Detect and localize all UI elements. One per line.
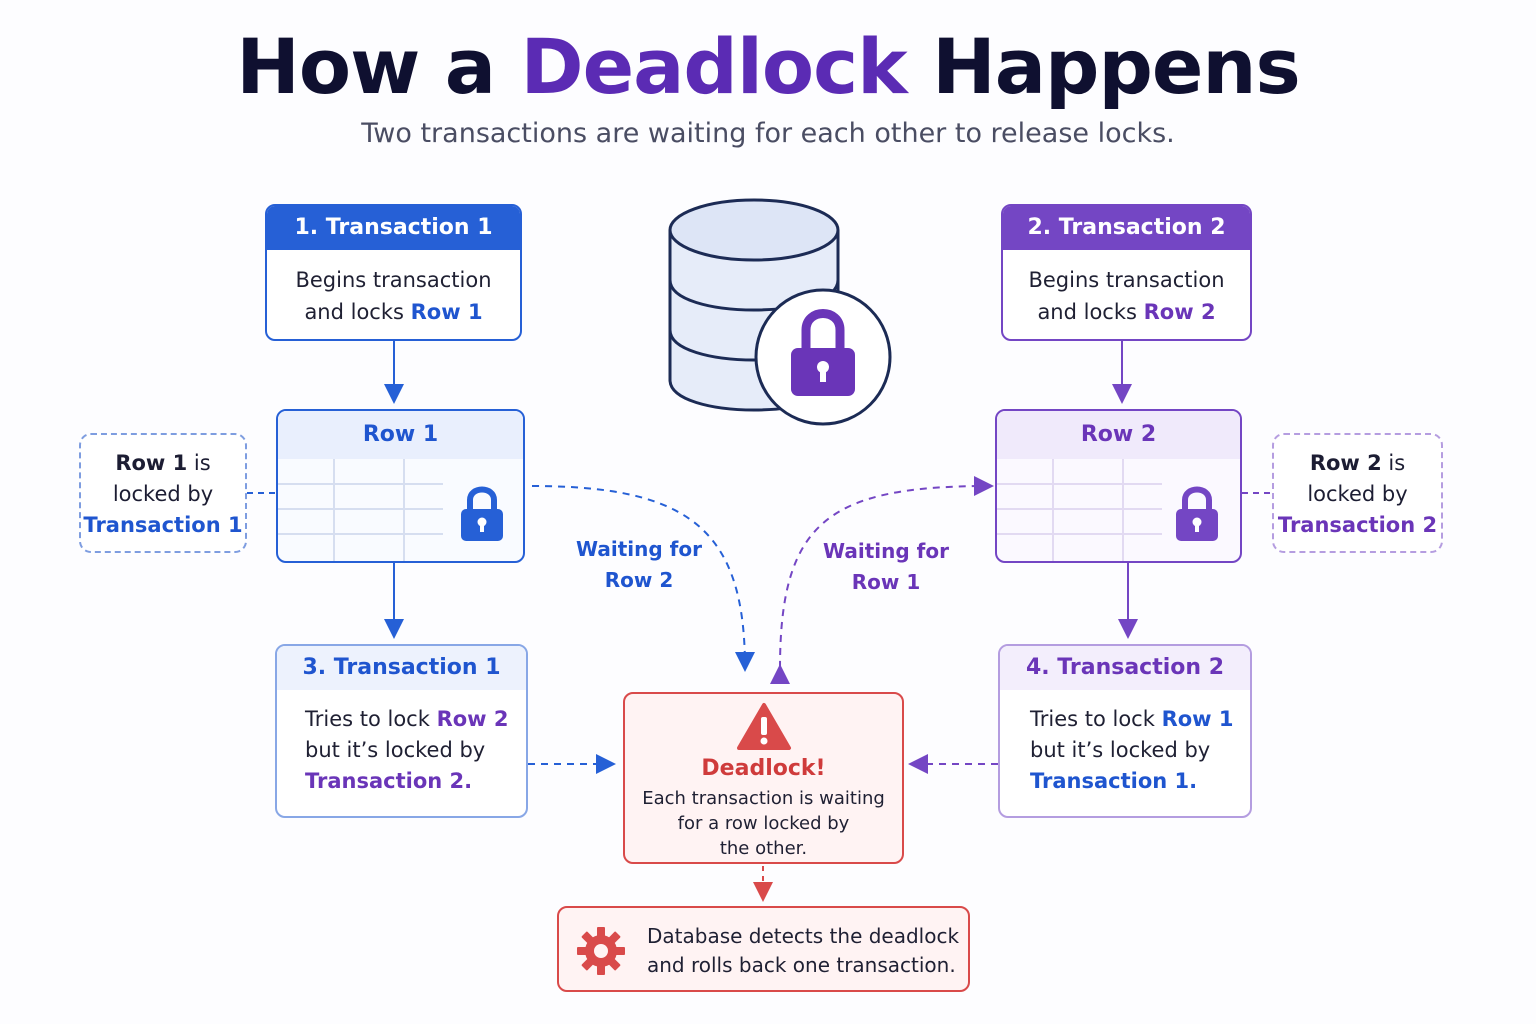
- wait-curve-right: [769, 476, 994, 685]
- step1-header: 1. Transaction 1: [267, 206, 520, 250]
- deadlock-alert-box: Deadlock! Each transaction is waiting fo…: [623, 692, 904, 864]
- deadlock-description: Each transaction is waiting for a row lo…: [642, 788, 885, 859]
- warning-triangle-icon: [736, 703, 791, 750]
- step1-transaction1-card: 1. Transaction 1 Begins transaction and …: [265, 204, 522, 341]
- step3-header: 3. Transaction 1: [277, 646, 526, 690]
- rollback-box: Database detects the deadlock and rolls …: [557, 906, 970, 992]
- row1-table-card: Row 1: [276, 409, 525, 563]
- step3-transaction1-card: 3. Transaction 1 Tries to lock Row 2 but…: [275, 644, 528, 818]
- row2-lock-note: Row 2 is locked by Transaction 2: [1272, 433, 1443, 553]
- wait-curve-left: [531, 485, 755, 672]
- row1-label: Row 1: [278, 411, 523, 459]
- row1-lock-note: Row 1 is locked by Transaction 1: [79, 433, 247, 553]
- step4-transaction2-card: 4. Transaction 2 Tries to lock Row 1 but…: [998, 644, 1252, 818]
- rollback-text: Database detects the deadlock and rolls …: [647, 924, 960, 977]
- step2-header: 2. Transaction 2: [1003, 206, 1250, 250]
- page-subtitle: Two transactions are waiting for each ot…: [361, 118, 1175, 149]
- padlock-icon: [1176, 486, 1218, 541]
- row2-label: Row 2: [997, 411, 1240, 459]
- step4-header: 4. Transaction 2: [1000, 646, 1250, 690]
- row2-table-card: Row 2: [995, 409, 1242, 563]
- step1-body: Begins transaction and locks Row 1: [295, 268, 492, 324]
- step2-body: Begins transaction and locks Row 2: [1028, 268, 1225, 324]
- padlock-icon: [461, 486, 503, 541]
- step4-body: Tries to lock Row 1 but it’s locked by T…: [1030, 707, 1234, 793]
- gear-icon: [577, 927, 625, 975]
- deadlock-title: Deadlock!: [701, 756, 826, 781]
- page-title: How a Deadlock Happens: [236, 22, 1300, 111]
- step3-body: Tries to lock Row 2 but it’s locked by T…: [305, 707, 509, 793]
- step2-transaction2-card: 2. Transaction 2 Begins transaction and …: [1001, 204, 1252, 341]
- database-icon: [668, 198, 892, 426]
